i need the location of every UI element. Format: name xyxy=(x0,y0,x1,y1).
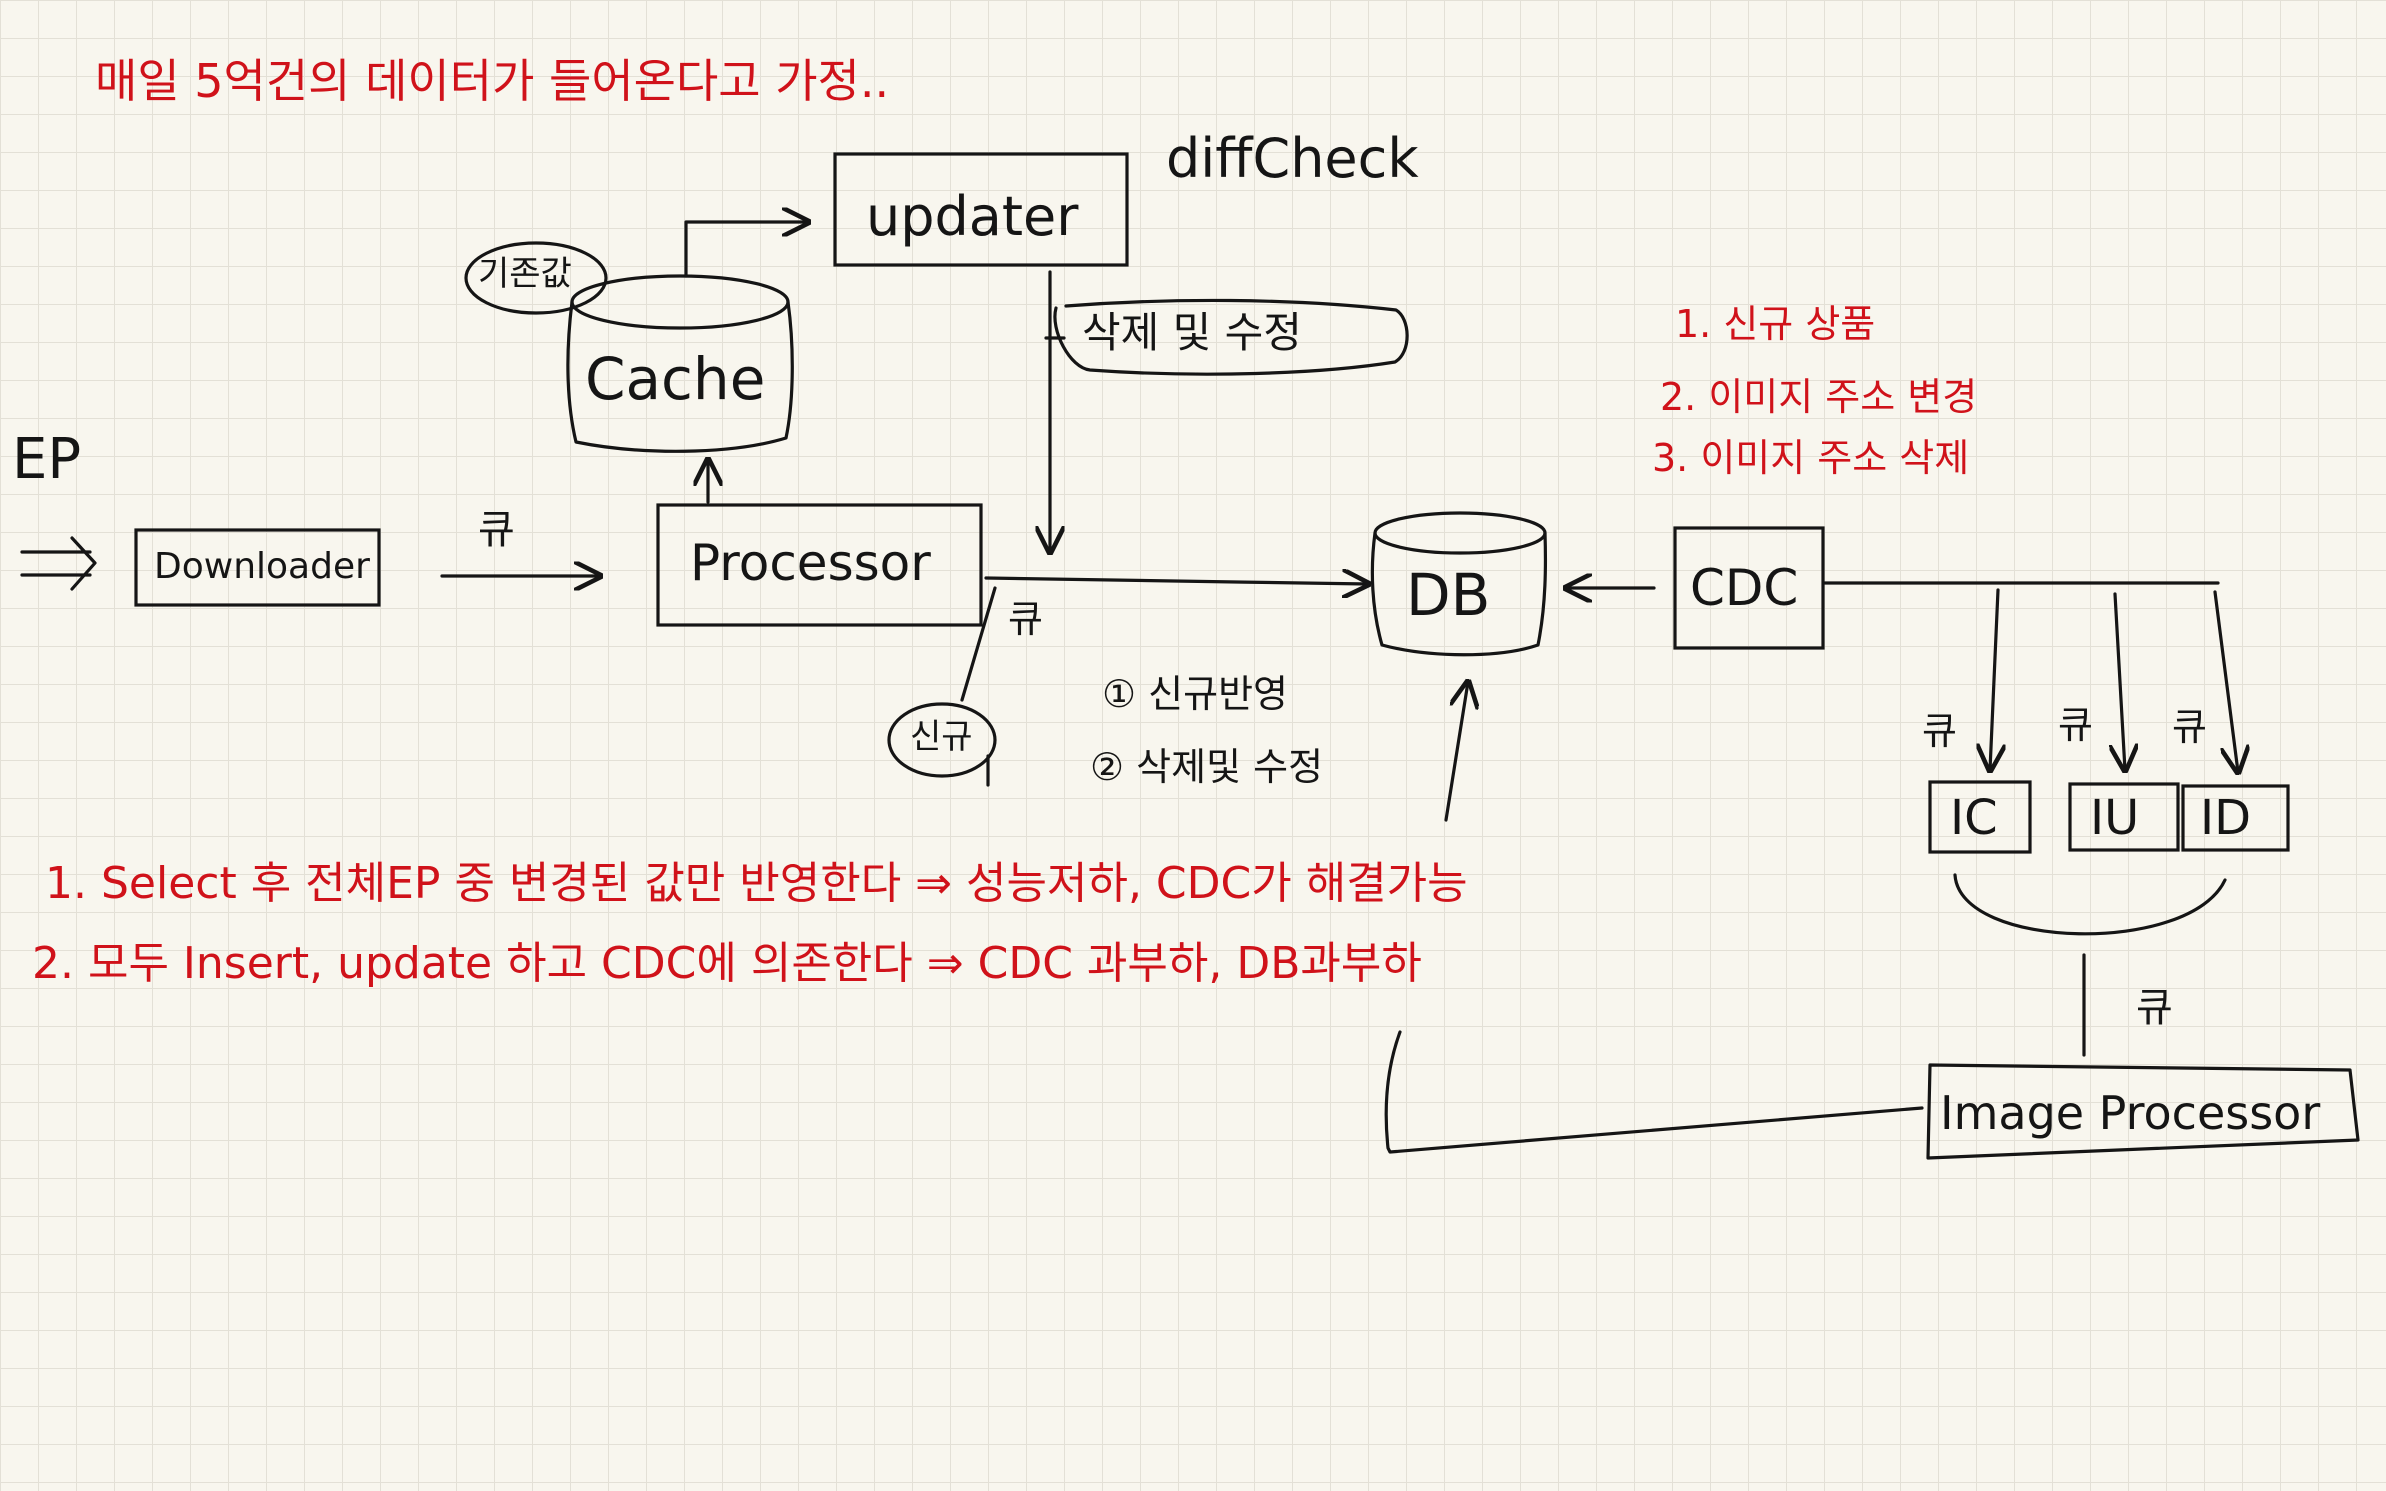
diffcheck-label: diffCheck xyxy=(1166,127,1419,190)
db-cylinder xyxy=(1370,511,1548,657)
ic-label: IC xyxy=(1950,790,1998,846)
delete-update-label: 삭제 및 수정 xyxy=(1082,308,1302,357)
image-processor-label: Image Processor xyxy=(1940,1086,2321,1140)
image-processor-box xyxy=(1926,1063,2360,1160)
cache-label: Cache xyxy=(585,345,766,413)
updater-box xyxy=(833,152,1129,267)
image-processor-return-line xyxy=(1384,1030,1924,1154)
id-label: ID xyxy=(2200,790,2252,846)
downloader-label: Downloader xyxy=(154,546,370,587)
new-item-bubble xyxy=(887,702,997,778)
queue-label-processor: 큐 xyxy=(1008,597,1043,641)
iu-label: IU xyxy=(2090,790,2140,846)
ep-input-arrow xyxy=(20,536,97,591)
new-item-label: 신규 xyxy=(910,717,973,757)
option-2: 2. 모두 Insert, update 하고 CDC에 의존한다 ⇒ CDC … xyxy=(32,938,1422,989)
downloader-box xyxy=(134,528,381,607)
cache-to-updater-arrow xyxy=(684,222,808,278)
queue-label-ic: 큐 xyxy=(1922,709,1957,753)
cache-note-bubble xyxy=(464,241,608,315)
new-item-connector xyxy=(960,586,997,702)
db-label: DB xyxy=(1406,561,1491,629)
assumption-note: 매일 5억건의 데이터가 들어온다고 가정.. xyxy=(95,54,890,108)
return-to-db-arrow xyxy=(1444,682,1468,822)
option-1: 1. Select 후 전체EP 중 변경된 값만 반영한다 ⇒ 성능저하, C… xyxy=(45,858,1468,909)
cdc-event-2: 2. 이미지 주소 변경 xyxy=(1660,375,1978,419)
processor-label: Processor xyxy=(690,534,931,592)
queue-label-id: 큐 xyxy=(2172,705,2207,749)
delete-update-bubble xyxy=(1053,298,1409,376)
ep-label: EP xyxy=(12,427,82,492)
queue-label-iu: 큐 xyxy=(2058,703,2093,747)
processor-to-db-arrow xyxy=(984,578,1368,584)
merge-brace xyxy=(1953,873,2227,936)
id-box xyxy=(2181,784,2290,852)
cdc-box xyxy=(1673,526,1825,650)
step-2-label: ② 삭제및 수정 xyxy=(1090,745,1324,789)
cdc-event-3: 3. 이미지 주소 삭제 xyxy=(1652,436,1970,480)
iu-box xyxy=(2068,782,2180,852)
cache-note-label: 기존값 xyxy=(478,254,572,294)
cache-cylinder xyxy=(566,274,794,453)
queue-label-image: 큐 xyxy=(2136,985,2173,1031)
ic-box xyxy=(1928,780,2032,854)
queue-label-downloader: 큐 xyxy=(478,507,515,553)
step-1-label: ① 신규반영 xyxy=(1102,672,1288,716)
cdc-label: CDC xyxy=(1690,559,1799,617)
cdc-event-1: 1. 신규 상품 xyxy=(1675,302,1876,346)
cdc-fanout-lines xyxy=(1823,581,2238,772)
updater-label: updater xyxy=(866,185,1079,248)
processor-box xyxy=(656,503,983,627)
